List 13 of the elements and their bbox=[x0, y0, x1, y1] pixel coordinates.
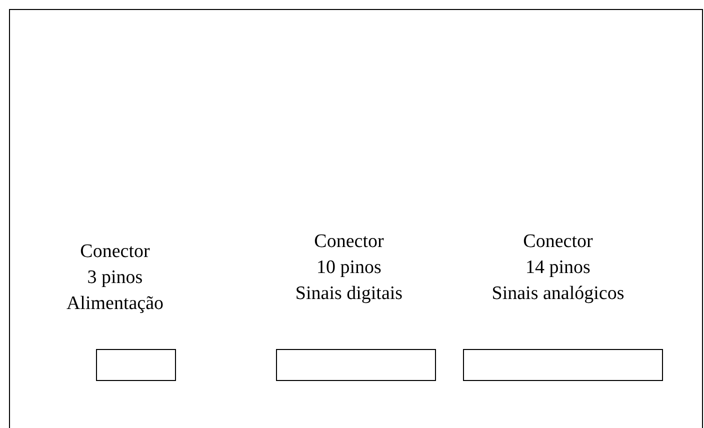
connector-label: Conector bbox=[80, 240, 150, 264]
board-outline bbox=[9, 9, 703, 428]
connector-label: 14 pinos bbox=[526, 256, 590, 280]
connector-box bbox=[276, 349, 436, 381]
connector-label: Conector bbox=[314, 230, 384, 254]
connector-label: Conector bbox=[523, 230, 593, 254]
connector-box bbox=[463, 349, 663, 381]
connector-label: Sinais digitais bbox=[295, 282, 403, 306]
connector-label: Sinais analógicos bbox=[492, 282, 624, 306]
connector-box bbox=[96, 349, 176, 381]
connector-label: 3 pinos bbox=[87, 266, 143, 290]
connector-label: Alimentação bbox=[66, 292, 164, 316]
connector-label: 10 pinos bbox=[316, 256, 382, 280]
